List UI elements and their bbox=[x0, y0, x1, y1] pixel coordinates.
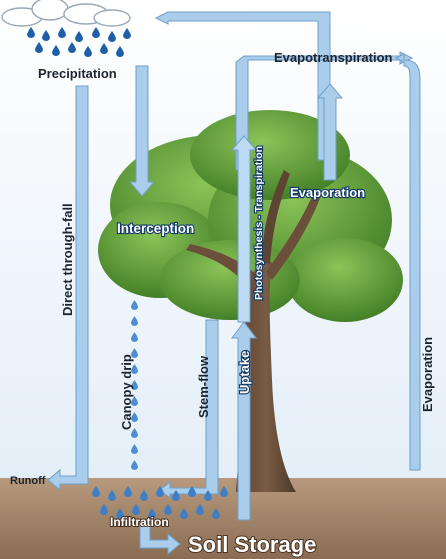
label-infiltration: Infiltration bbox=[110, 515, 169, 529]
arrow-stem-flow bbox=[159, 319, 219, 500]
arrow-evapotranspiration-to-cloud bbox=[154, 11, 331, 161]
arrow-uptake bbox=[231, 321, 257, 521]
arrow-direct-through-fall bbox=[47, 85, 89, 492]
label-runoff: Runoff bbox=[10, 475, 46, 487]
arrow-precipitation-down bbox=[128, 65, 156, 197]
label-evapotranspiration: Evapotranspiration bbox=[274, 50, 393, 65]
arrow-evapotranspiration bbox=[235, 51, 414, 171]
flow-arrows bbox=[47, 11, 421, 556]
label-precipitation: Precipitation bbox=[38, 66, 117, 81]
label-uptake: Uptake bbox=[237, 351, 252, 394]
tree-trunk bbox=[186, 170, 321, 492]
label-photosynthesis-transpiration: Photosynthesis - Transpiration bbox=[253, 146, 265, 300]
tree-canopy bbox=[98, 110, 403, 322]
label-soil-storage: Soil Storage bbox=[188, 532, 316, 557]
arrow-infiltration bbox=[139, 523, 181, 556]
label-canopy-drip: Canopy drip bbox=[119, 354, 134, 430]
label-interception: Interception bbox=[117, 221, 194, 236]
arrow-photosynthesis bbox=[230, 135, 258, 323]
label-stem-flow: Stem-flow bbox=[196, 355, 211, 418]
arrow-evaporation-canopy bbox=[316, 83, 344, 181]
label-direct-through-fall: Direct through-fall bbox=[60, 203, 75, 316]
arrow-evaporation-ground bbox=[394, 53, 421, 471]
label-evaporation-canopy: Evaporation bbox=[290, 185, 365, 200]
label-evaporation-ground: Evaporation bbox=[420, 337, 435, 412]
rain-cloud-icon bbox=[1, 0, 131, 27]
